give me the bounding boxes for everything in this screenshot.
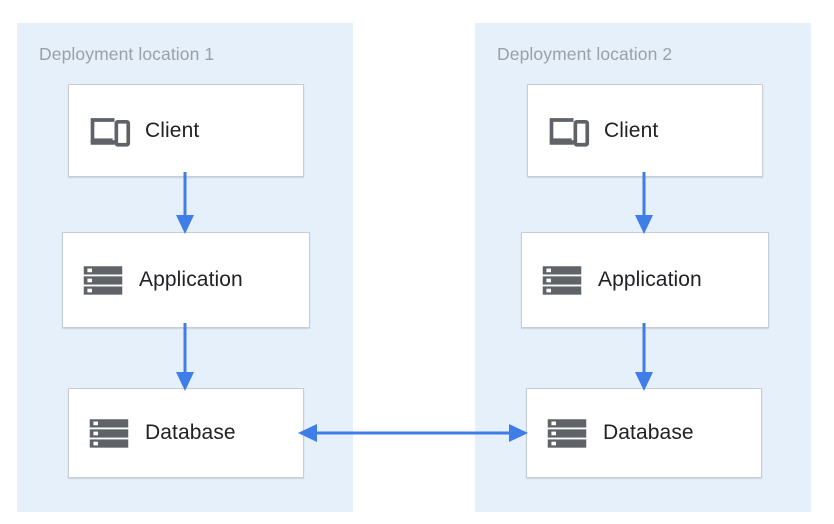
node-application-2-label: Application <box>598 268 702 291</box>
node-client-2[interactable]: Client <box>527 84 763 177</box>
node-database-1-label: Database <box>145 421 236 444</box>
connector-client-1-to-application-1 <box>176 172 194 234</box>
devices-icon <box>90 117 131 147</box>
server-rack-icon <box>542 266 582 295</box>
connector-application-2-to-database-2 <box>635 323 653 391</box>
node-application-1[interactable]: Application <box>62 232 310 328</box>
node-client-1-label: Client <box>145 118 200 142</box>
node-application-2[interactable]: Application <box>521 232 769 328</box>
node-application-1-label: Application <box>139 268 243 291</box>
devices-icon <box>549 117 590 147</box>
node-client-2-label: Client <box>604 118 659 142</box>
connector-client-2-to-application-2 <box>635 172 653 234</box>
node-client-1[interactable]: Client <box>68 84 304 177</box>
server-rack-icon <box>83 266 123 295</box>
connector-database-1-to-database-2 <box>298 424 528 442</box>
deployment-location-1-title: Deployment location 1 <box>39 44 215 64</box>
server-rack-icon <box>547 419 587 448</box>
node-database-2-label: Database <box>603 421 694 444</box>
server-rack-icon <box>89 419 129 448</box>
deployment-location-2-title: Deployment location 2 <box>497 44 673 64</box>
node-database-2[interactable]: Database <box>526 388 762 478</box>
connector-application-1-to-database-1 <box>176 323 194 391</box>
node-database-1[interactable]: Database <box>68 388 304 478</box>
